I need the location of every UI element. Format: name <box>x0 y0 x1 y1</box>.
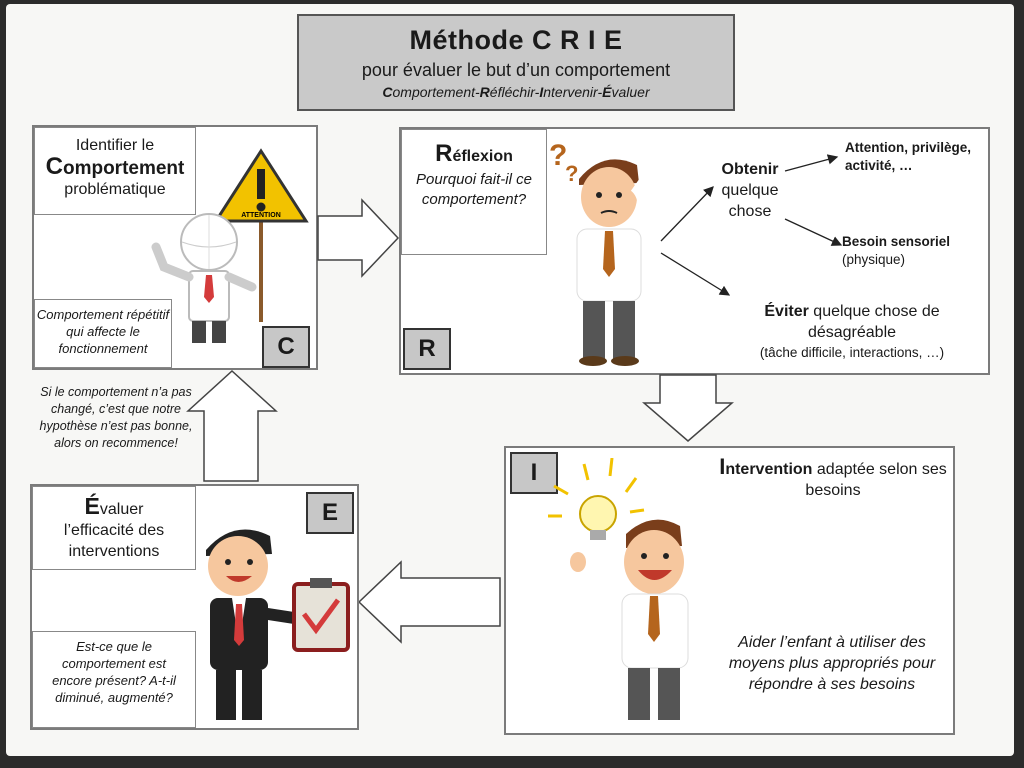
c-line3: problématique <box>64 181 166 198</box>
panel-comportement: Identifier le Comportement problématique… <box>32 125 318 370</box>
e-line2: l’efficacité des interventions <box>63 522 165 560</box>
e-heading-box: Évaluer l’efficacité des interventions <box>32 486 196 570</box>
r-heading-box: Réflexion Pourquoi fait-il ce comporteme… <box>401 129 547 255</box>
panel-evaluer: Évaluer l’efficacité des interventions E… <box>30 484 359 730</box>
r-question: Pourquoi fait-il ce comportement? <box>416 171 532 208</box>
svg-text:?: ? <box>549 139 567 172</box>
title-box: Méthode C R I E pour évaluer le but d’un… <box>297 14 735 111</box>
title-main: Méthode C R I E <box>409 25 623 55</box>
title-subtitle: pour évaluer le but d’un comportement <box>361 60 671 80</box>
r-avoid: Éviter quelque chose de désagréable (tâc… <box>759 303 945 360</box>
c-note: Comportement répétitif qui affecte le fo… <box>36 307 170 356</box>
arrow-c-to-r <box>317 198 400 278</box>
r-branch-arrows <box>660 154 843 296</box>
r-title: Réflexion <box>435 140 513 167</box>
letter-c: C <box>262 326 310 368</box>
r-attention: Attention, privilège, activité, … <box>845 140 972 173</box>
r-sensory: Besoin sensoriel(physique) <box>842 234 951 267</box>
c-line1: Identifier le <box>75 137 155 154</box>
i-help-box: Aider l’enfant à utiliser des moyens plu… <box>712 556 952 732</box>
title-expansion: Comportement-Réfléchir-Intervenir-Évalue… <box>382 84 650 100</box>
thinking-man-icon: ? ? <box>549 139 653 366</box>
arrow-r-to-i <box>642 374 734 442</box>
clipboard-check-icon <box>206 529 350 720</box>
idea-lightbulb-icon <box>548 458 689 720</box>
attention-sign-icon: ATTENTION <box>151 148 309 343</box>
panel-intervention: I Intervention adaptée selon ses besoins… <box>504 446 955 735</box>
e-question: Est-ce que le comportement est encore pr… <box>52 639 176 705</box>
loop-note: Si le comportement n’a pas changé, c’est… <box>39 385 193 450</box>
svg-text:?: ? <box>565 161 578 186</box>
arrow-e-to-c <box>186 369 278 482</box>
i-title: Intervention adaptée selon ses besoins <box>719 454 947 500</box>
c-heading-box: Identifier le Comportement problématique <box>34 127 196 215</box>
c-line2: Comportement <box>45 153 185 180</box>
arrow-i-to-e <box>357 560 501 644</box>
e-line1: Évaluer <box>84 493 144 519</box>
letter-i: I <box>510 452 558 494</box>
svg-text:ATTENTION: ATTENTION <box>241 212 281 219</box>
letter-e: E <box>306 492 354 534</box>
e-question-box: Est-ce que le comportement est encore pr… <box>32 631 196 728</box>
c-note-box: Comportement répétitif qui affecte le fo… <box>34 299 172 368</box>
panel-reflexion: Réflexion Pourquoi fait-il ce comporteme… <box>399 127 990 375</box>
i-help: Aider l’enfant à utiliser des moyens plu… <box>728 634 936 693</box>
letter-r: R <box>403 328 451 370</box>
